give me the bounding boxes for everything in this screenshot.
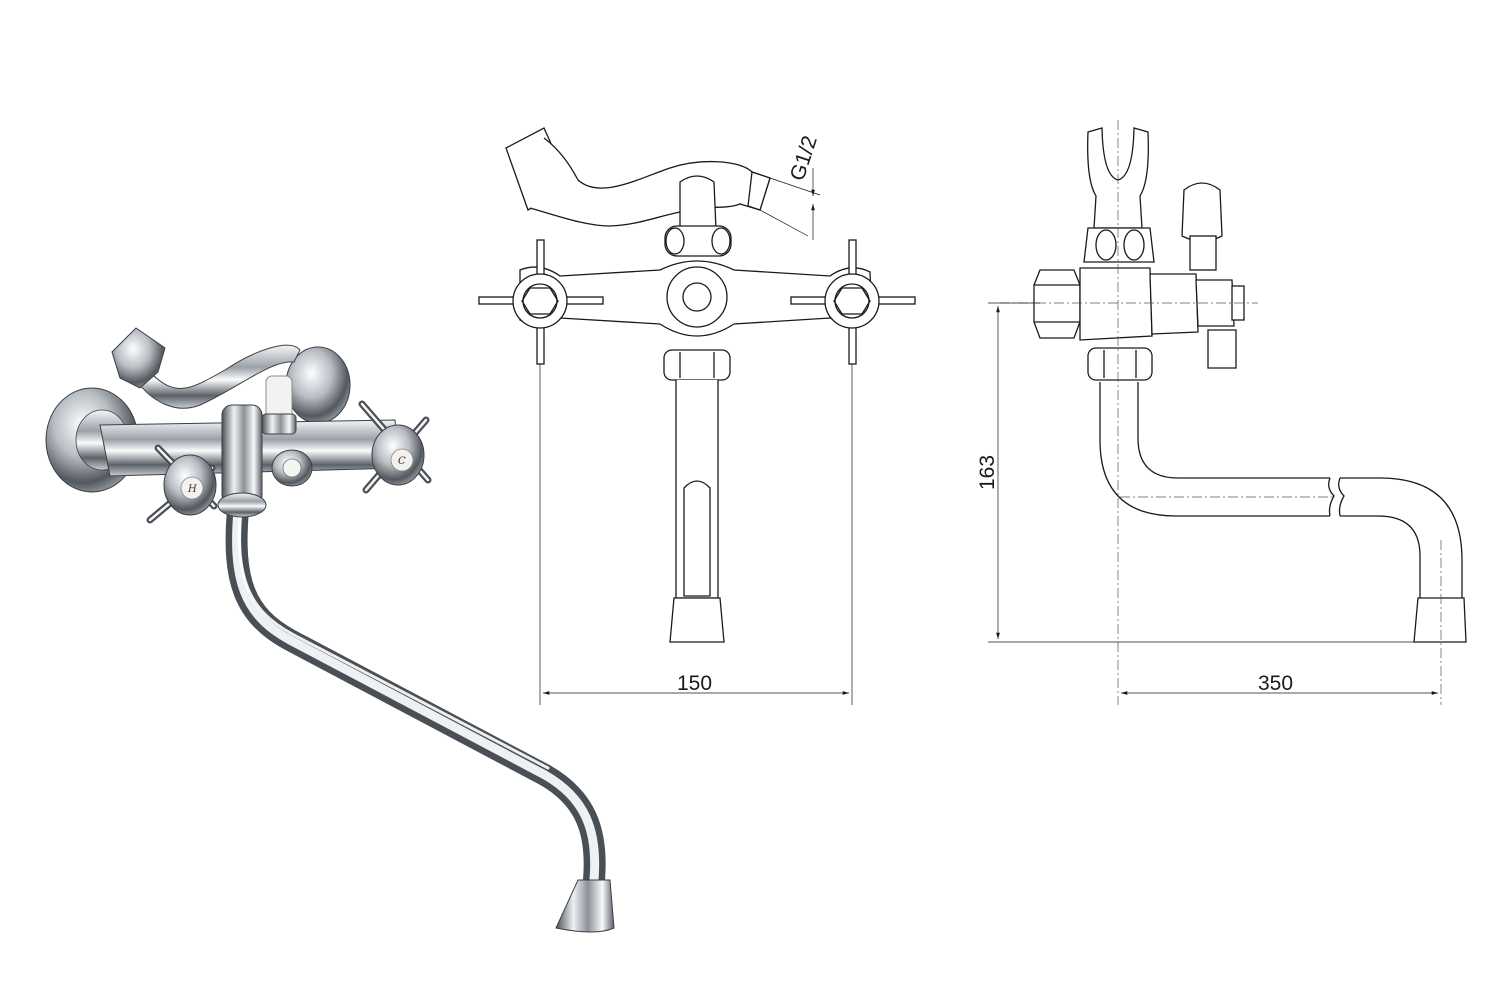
side-nozzle	[1413, 597, 1467, 643]
front-spout	[675, 380, 719, 599]
shower-holder-cup	[111, 327, 166, 389]
side-holder	[1087, 127, 1149, 229]
front-spout-nut	[663, 349, 731, 381]
front-diverter-knob	[679, 175, 717, 231]
spout-nozzle	[555, 879, 615, 933]
dim-thread-label: G1/2	[786, 133, 822, 183]
cold-label: C	[398, 456, 406, 467]
hot-cross-handle: H	[146, 444, 218, 524]
side-view-drawing: 163 350	[976, 120, 1467, 705]
front-nozzle	[669, 597, 725, 643]
faucet-spout	[225, 499, 606, 891]
side-spout	[1099, 382, 1330, 517]
front-holder-arm	[529, 137, 771, 227]
hot-label: H	[187, 484, 197, 495]
side-wall-nut	[1033, 269, 1081, 339]
dim-width-label: 150	[677, 672, 712, 695]
front-cold-handle	[790, 239, 916, 365]
faucet-product-render: H C	[45, 327, 615, 933]
cold-cross-handle: C	[358, 400, 432, 494]
dim-height-label: 163	[976, 455, 999, 490]
front-view-drawing: G1/2	[478, 127, 916, 705]
front-center-outlet	[666, 266, 728, 328]
dim-projection-label: 350	[1258, 672, 1293, 695]
front-hot-handle	[478, 239, 604, 365]
side-diverter-knob	[1181, 182, 1223, 242]
side-body	[1079, 267, 1153, 341]
shower-holder-arm	[139, 344, 301, 409]
side-spout-nut	[1087, 347, 1153, 381]
